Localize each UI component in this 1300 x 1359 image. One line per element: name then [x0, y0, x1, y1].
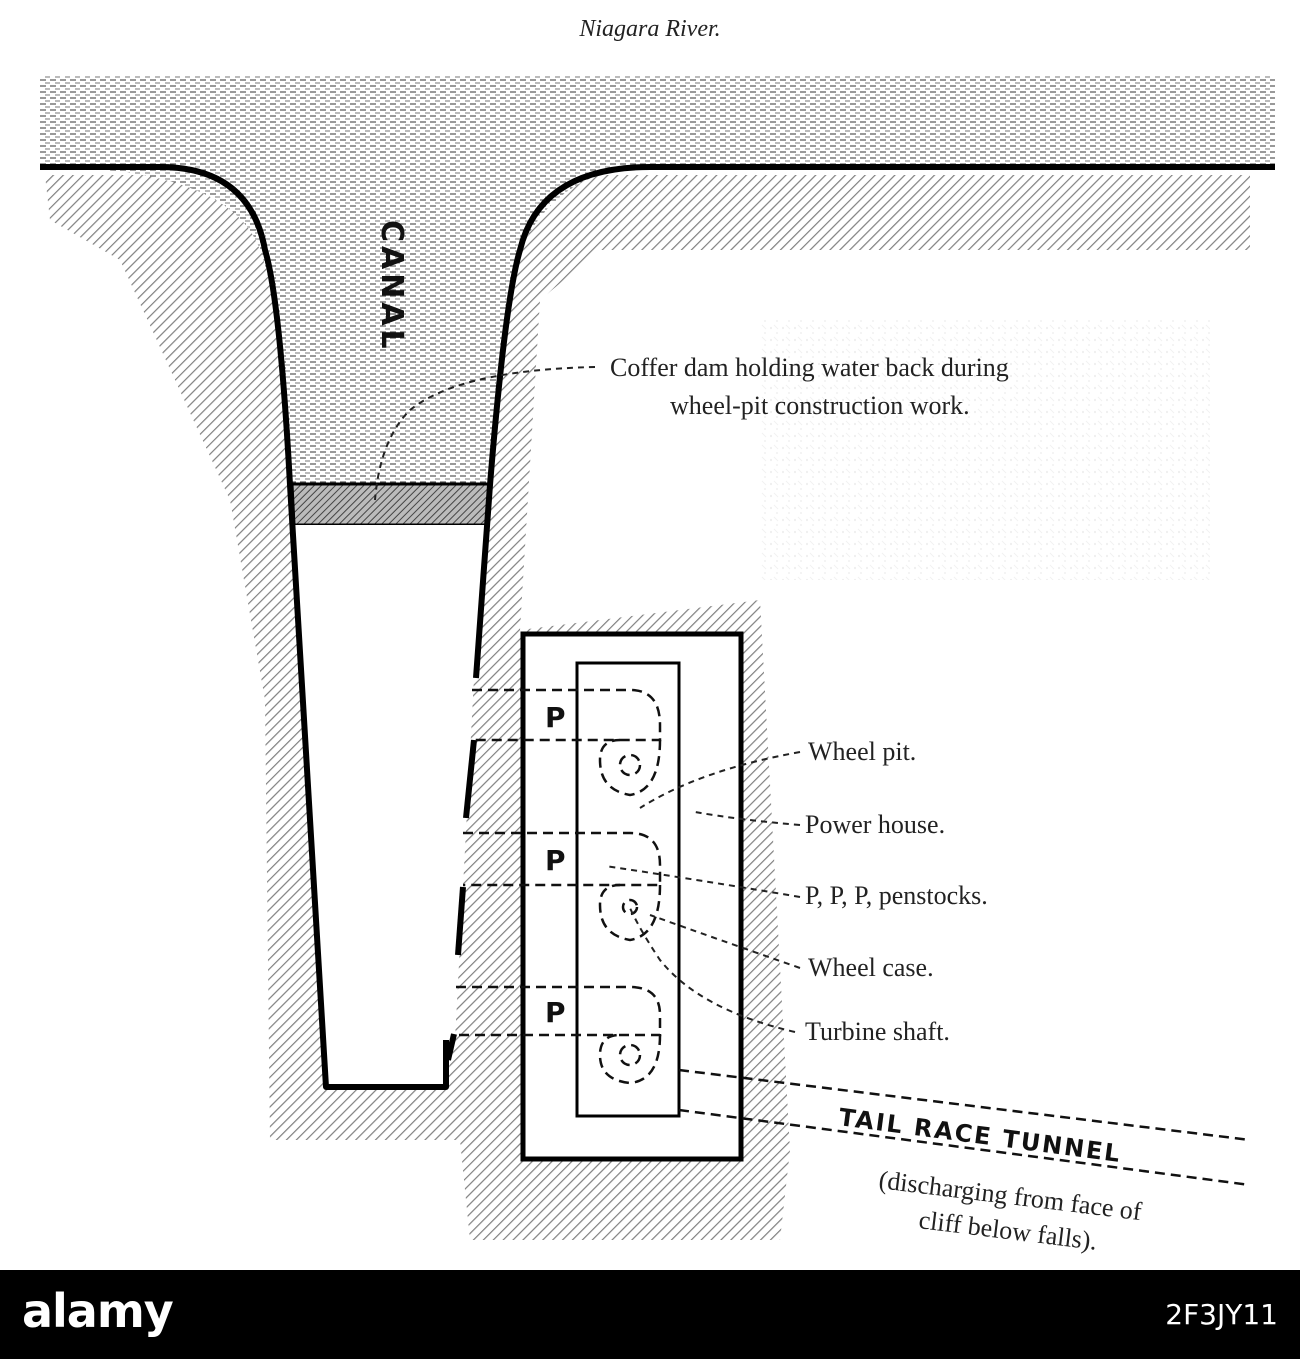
leader-wheel-case — [649, 914, 801, 969]
canal-label: CANAL — [374, 220, 409, 353]
niagara-wheel-pit-diagram: Niagara River. CANAL P P P Coffer — [40, 16, 1275, 1256]
forebay — [294, 525, 487, 1085]
power-house-label: Power house. — [805, 810, 945, 839]
penstock-1 — [472, 688, 662, 742]
penstock-label-2: P — [545, 844, 566, 877]
ground-texture — [760, 320, 1210, 580]
canal-wall-segment-3 — [445, 1033, 457, 1061]
turbine-shaft-3 — [618, 1043, 642, 1067]
stock-image-id: 2F3JY11 — [1165, 1298, 1278, 1331]
leader-penstocks — [604, 865, 801, 898]
canal-outline — [40, 164, 449, 1090]
leader-power-house — [694, 811, 801, 826]
coffer-dam — [290, 482, 491, 527]
leader-turbine-shaft — [629, 907, 796, 1033]
brand-logo: alamy — [22, 1284, 174, 1338]
coffer-dam-label-line1: Coffer dam holding water back during — [610, 353, 1009, 382]
penstock-label-1: P — [545, 701, 566, 734]
penstock-3 — [456, 985, 662, 1037]
coffer-dam-label-line2: wheel-pit construction work. — [670, 391, 970, 420]
leader-wheel-pit — [639, 751, 801, 809]
stock-banner: alamy 2F3JY11 — [0, 1270, 1300, 1359]
canal-outline-right — [473, 164, 1275, 679]
turbine-shaft-2 — [621, 898, 639, 916]
turbine-shaft-1 — [618, 753, 642, 777]
turbine-shaft-label: Turbine shaft. — [805, 1017, 950, 1046]
penstock-2 — [463, 831, 662, 887]
canal-wall-segment-1 — [463, 739, 477, 819]
diagram-title: Niagara River. — [578, 16, 720, 42]
wheel-pit-label: Wheel pit. — [808, 737, 916, 766]
wheel-case-label: Wheel case. — [808, 953, 934, 982]
penstocks-label: P, P, P, penstocks. — [805, 881, 988, 910]
tail-race-label: TAIL RACE TUNNEL — [837, 1103, 1123, 1168]
wheel-case-2 — [598, 883, 662, 942]
wheel-case-3 — [598, 1033, 662, 1085]
penstock-label-3: P — [545, 996, 566, 1029]
wheel-pit — [575, 661, 681, 1118]
wheel-case-1 — [598, 738, 662, 797]
canal-wall-segment-2 — [455, 886, 466, 956]
canal-water — [40, 75, 1275, 485]
